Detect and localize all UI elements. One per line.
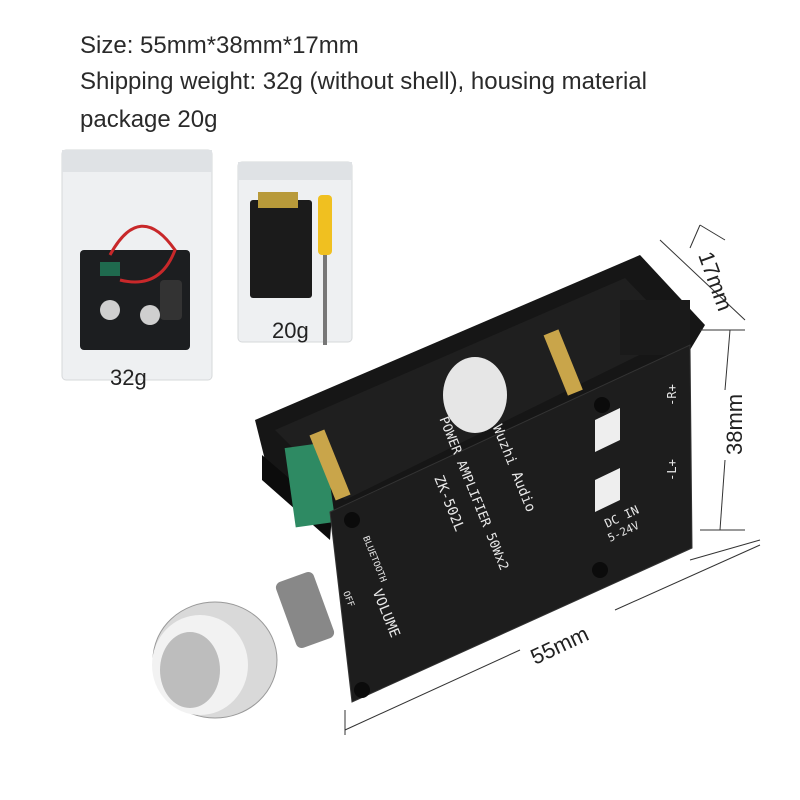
speaker-icon	[595, 408, 620, 452]
height-dimension: 17mm	[693, 248, 737, 314]
right-channel-label: -R+	[665, 384, 679, 406]
left-channel-label: -L+	[665, 459, 679, 481]
package-20g-label: 20g	[272, 318, 309, 343]
spec-size: Size: 55mm*38mm*17mm	[80, 32, 359, 59]
dimension-lines	[344, 224, 761, 735]
width-dimension: 38mm	[722, 394, 747, 455]
spec-package: package 20g	[80, 106, 218, 133]
package-32g-photo	[61, 149, 213, 381]
speaker-icon	[595, 468, 620, 512]
length-dimension: 55mm	[527, 621, 593, 669]
spec-weight: Shipping weight: 32g (without shell), ho…	[80, 68, 647, 95]
package-20g-photo	[237, 161, 353, 345]
package-32g-label: 32g	[110, 365, 147, 390]
amplifier-board	[152, 255, 705, 719]
